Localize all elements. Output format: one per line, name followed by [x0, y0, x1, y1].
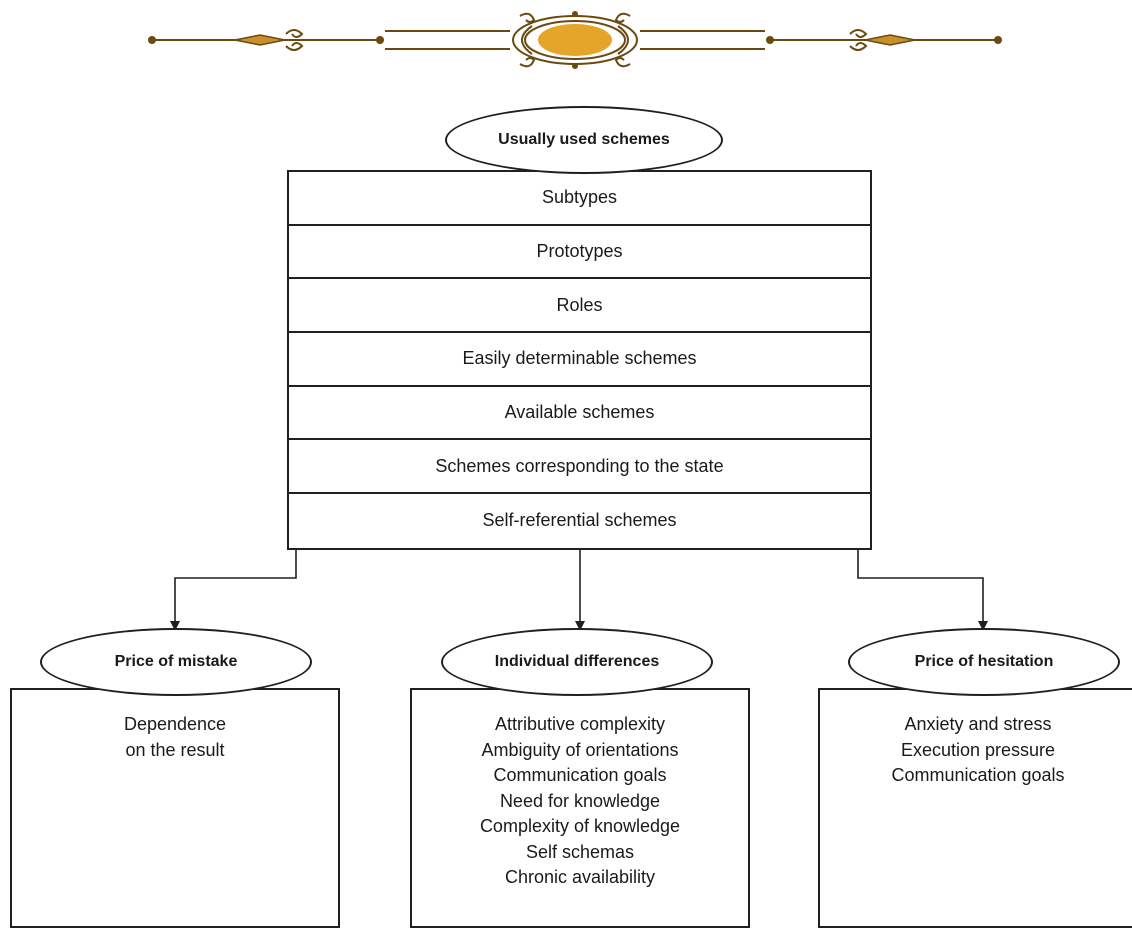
list-item: Complexity of knowledge	[479, 816, 681, 836]
price-of-mistake-box: Dependence on the result	[10, 688, 340, 928]
arrow-to-price-of-hesitation	[857, 550, 988, 631]
price-of-hesitation-title: Price of hesitation	[848, 628, 1120, 696]
scheme-row: Subtypes	[289, 172, 870, 226]
scheme-row: Easily determinable schemes	[289, 333, 870, 387]
schemes-list: Subtypes Prototypes Roles Easily determi…	[287, 170, 872, 550]
scheme-row: Available schemes	[289, 387, 870, 441]
list-item: Anxiety and stress	[904, 714, 1052, 734]
usually-used-schemes-title: Usually used schemes	[445, 106, 723, 174]
list-item: Communication goals	[493, 765, 667, 785]
list-item: Dependence	[123, 714, 227, 734]
list-item: Execution pressure	[900, 739, 1056, 760]
price-of-mistake-title: Price of mistake	[40, 628, 312, 696]
list-item: Ambiguity of orientations	[481, 739, 679, 760]
list-item: Communication goals	[891, 765, 1065, 785]
price-of-hesitation-box: Anxiety and stress Execution pressure Co…	[818, 688, 1132, 928]
individual-differences-title: Individual differences	[441, 628, 713, 696]
decorative-ornament	[148, 11, 1002, 69]
list-item: Attributive complexity	[494, 714, 666, 734]
arrow-to-price-of-mistake	[170, 550, 297, 631]
scheme-row: Prototypes	[289, 226, 870, 280]
list-item: on the result	[125, 739, 225, 760]
individual-differences-box: Attributive complexity Ambiguity of orie…	[410, 688, 750, 928]
list-item: Self schemas	[525, 841, 635, 862]
scheme-row: Self-referential schemes	[482, 510, 677, 531]
list-item: Chronic availability	[504, 867, 656, 887]
scheme-row: Roles	[289, 279, 870, 334]
scheme-row: Schemes corresponding to the state	[289, 440, 870, 495]
list-item: Need for knowledge	[499, 790, 661, 811]
